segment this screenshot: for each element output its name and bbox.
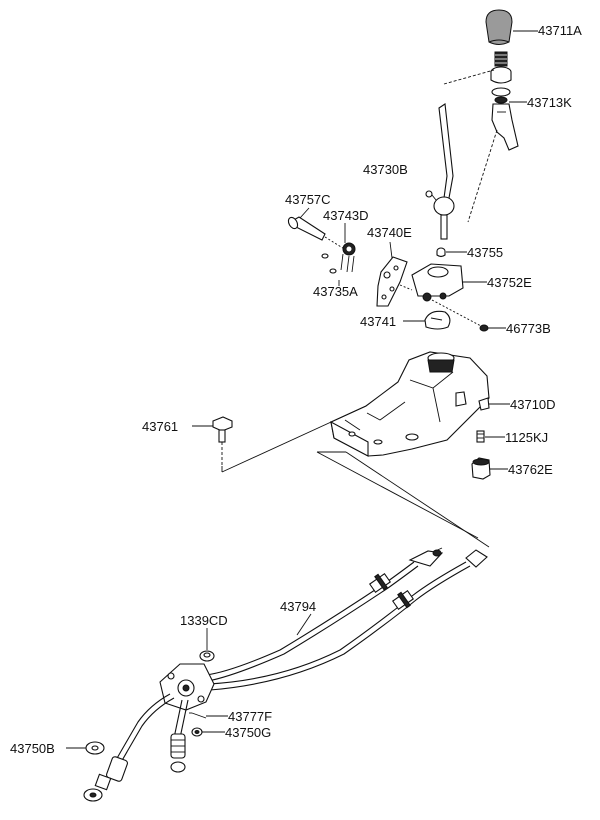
pivot-bolt	[287, 216, 347, 251]
cable-assembly	[83, 547, 488, 802]
label-43755: 43755	[467, 245, 503, 260]
clip-f	[189, 712, 207, 719]
shift-knob	[485, 9, 513, 45]
boot-spring	[490, 51, 512, 104]
label-43757C: 43757C	[285, 192, 331, 207]
washer-b	[85, 741, 105, 755]
label-43750B: 43750B	[10, 741, 55, 756]
label-43750G: 43750G	[225, 725, 271, 740]
lever-block	[399, 263, 464, 302]
boot-sleeve	[491, 103, 519, 151]
small-ring	[436, 247, 446, 258]
lever-plate	[376, 256, 408, 307]
label-43777F: 43777F	[228, 709, 272, 724]
label-43743D: 43743D	[323, 208, 369, 223]
label-43713K: 43713K	[527, 95, 572, 110]
bushing-d	[340, 242, 356, 273]
label-43752E: 43752E	[487, 275, 532, 290]
label-43740E: 43740E	[367, 225, 412, 240]
washer-cd	[199, 650, 215, 662]
label-43794: 43794	[280, 599, 316, 614]
retainer-clip	[424, 310, 451, 330]
label-43735A: 43735A	[313, 284, 358, 299]
label-43762E: 1125KJ	[505, 430, 548, 445]
label-1125KJ: 43761	[142, 419, 178, 434]
shift-lever	[425, 103, 455, 240]
mount-bolt	[212, 405, 367, 473]
label-43761: 43762E	[508, 462, 553, 477]
label-43741: 43741	[360, 314, 396, 329]
nut	[471, 457, 491, 480]
pin-a	[321, 253, 337, 274]
label-43730B: 43730B	[363, 162, 408, 177]
label-43710D: 43710D	[510, 397, 556, 412]
label-46773B: 46773B	[506, 321, 551, 336]
washer-g	[191, 727, 203, 737]
collar	[476, 430, 485, 443]
shifter-housing	[330, 351, 490, 457]
label-43711A: 43711A	[538, 23, 582, 38]
label-1339CD: 1339CD	[180, 613, 228, 628]
